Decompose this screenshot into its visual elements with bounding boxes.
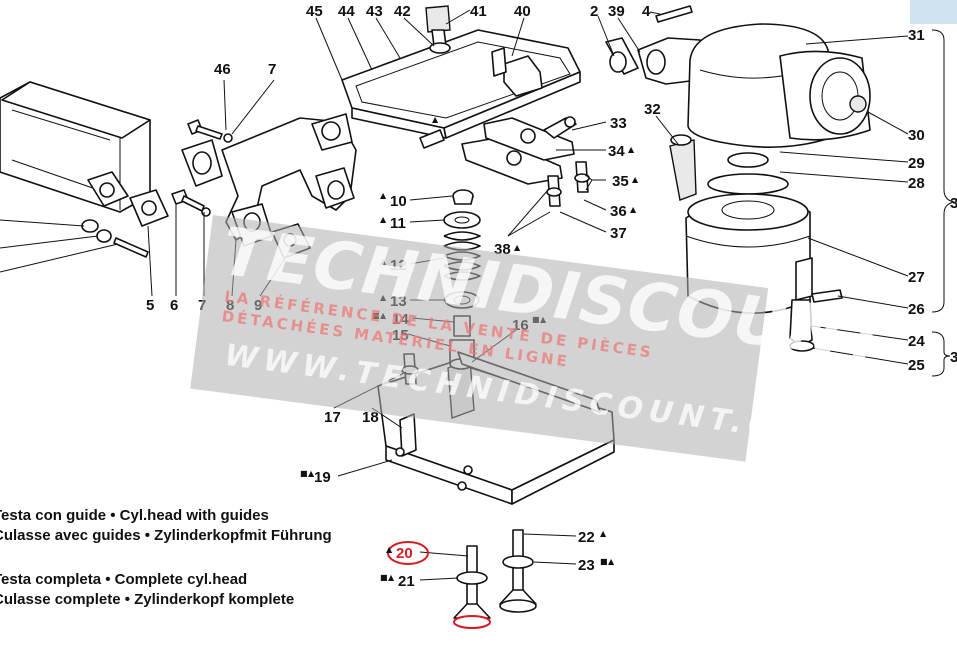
part-label: 42 bbox=[394, 3, 411, 20]
corner-tab bbox=[910, 0, 957, 24]
part-label: 21 bbox=[398, 573, 415, 590]
part-label: 18 bbox=[362, 409, 379, 426]
part-label: 23 bbox=[578, 557, 595, 574]
muffler bbox=[0, 81, 151, 213]
part-label: 5 bbox=[146, 297, 154, 314]
part-label: 19 bbox=[314, 469, 331, 486]
exhaust-gasket bbox=[129, 189, 169, 227]
part-label: 43 bbox=[366, 3, 383, 20]
legend-line-1: Testa con guide • Cyl.head with guides bbox=[0, 507, 269, 524]
part-label: 2 bbox=[590, 3, 598, 20]
bolt-46 bbox=[187, 119, 233, 143]
part-label: 11 bbox=[390, 215, 406, 232]
triangle-marker: ▲ bbox=[628, 145, 635, 154]
air-hose bbox=[669, 134, 697, 201]
part-label: 7 bbox=[268, 61, 276, 78]
part-label: 4 bbox=[642, 3, 651, 20]
part-label: 39 bbox=[608, 3, 625, 20]
part-label: 46 bbox=[214, 61, 231, 78]
triangle-marker: ▲ bbox=[386, 545, 393, 554]
square-marker: ■ bbox=[380, 573, 388, 582]
rocker-arms bbox=[461, 116, 577, 185]
part-label: 28 bbox=[908, 175, 925, 192]
legend-line-3: Testa completa • Complete cyl.head bbox=[0, 571, 248, 588]
legend-line-4: Culasse complete • Zylinderkopf komplete bbox=[0, 591, 295, 608]
triangle-marker: ▲ bbox=[608, 557, 615, 566]
part-label: 32 bbox=[644, 101, 661, 118]
part-label: 10 bbox=[390, 193, 407, 210]
oil-filler-cap bbox=[425, 5, 451, 54]
part-label: 22 bbox=[578, 529, 595, 546]
triangle-marker: ▲ bbox=[388, 573, 395, 582]
leader-lines bbox=[0, 9, 955, 581]
air-intake-elbow bbox=[605, 5, 701, 85]
square-marker: ■ bbox=[300, 469, 308, 478]
part-label: 3 bbox=[950, 349, 957, 366]
nuts-and-studs bbox=[81, 219, 149, 258]
valve-22 bbox=[499, 529, 537, 613]
square-marker: ■ bbox=[600, 557, 608, 566]
part-label: 27 bbox=[908, 269, 925, 286]
legend-line-2: Culasse avec guides • Zylinderkopfmit Fü… bbox=[0, 527, 332, 544]
adjusting-screws bbox=[546, 161, 590, 207]
part-label: 25 bbox=[908, 357, 925, 374]
triangle-marker: ▲ bbox=[514, 243, 521, 252]
triangle-marker: ▲ bbox=[600, 529, 607, 538]
part-label: 31 bbox=[908, 27, 925, 44]
part-label: 37 bbox=[610, 225, 627, 242]
triangle-marker: ▲ bbox=[308, 469, 315, 478]
triangle-marker: ▲ bbox=[630, 205, 637, 214]
part-labels: 45 44 43 42 41 40 2 39 4 46 7 31 30 29 2… bbox=[146, 3, 957, 590]
part-label: 29 bbox=[908, 155, 925, 172]
part-label: 44 bbox=[338, 3, 355, 20]
part-label: 34 bbox=[608, 143, 625, 160]
triangle-marker: ▲ bbox=[632, 175, 639, 184]
part-label: 26 bbox=[908, 301, 925, 318]
part-label: 3 bbox=[950, 195, 957, 212]
triangle-marker: ▲ bbox=[380, 191, 387, 200]
part-label: 33 bbox=[610, 115, 627, 132]
part-label: 24 bbox=[908, 333, 925, 350]
part-label: 30 bbox=[908, 127, 925, 144]
part-label: 41 bbox=[470, 3, 487, 20]
part-label: 36 bbox=[610, 203, 627, 220]
part-20-highlight bbox=[387, 541, 429, 565]
triangle-marker: ▲ bbox=[380, 215, 387, 224]
part-label: 45 bbox=[306, 3, 323, 20]
triangle-marker: ▲ bbox=[432, 115, 439, 124]
valve-20-highlight bbox=[453, 615, 491, 629]
air-cleaner-housing bbox=[687, 23, 871, 148]
part-label: 35 bbox=[612, 173, 629, 190]
part-label: 40 bbox=[514, 3, 531, 20]
rocker-cover bbox=[341, 29, 581, 149]
part-label: 17 bbox=[324, 409, 341, 426]
part-label: 6 bbox=[170, 297, 178, 314]
part-label: 20 bbox=[396, 545, 413, 562]
